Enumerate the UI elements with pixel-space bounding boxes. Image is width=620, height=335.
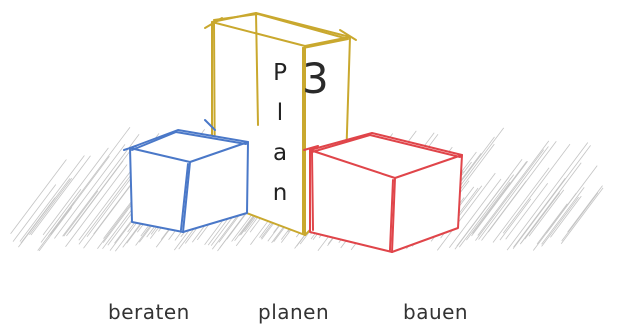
hatch-stroke bbox=[507, 143, 588, 251]
hatch-stroke bbox=[472, 161, 528, 236]
caption-planen: planen bbox=[258, 300, 329, 324]
hatch-stroke bbox=[13, 185, 56, 242]
vertical-letter-a: a bbox=[265, 140, 295, 166]
hatch-stroke bbox=[550, 196, 581, 237]
vertical-letter-p: P bbox=[265, 60, 295, 86]
hatch-stroke bbox=[562, 193, 598, 241]
hatch-stroke bbox=[568, 186, 603, 233]
caption-bauen: bauen bbox=[403, 300, 468, 324]
hatch-stroke bbox=[479, 147, 549, 240]
hatch-stroke bbox=[104, 197, 135, 239]
hatch-stroke bbox=[542, 197, 579, 246]
right-cube bbox=[304, 133, 462, 252]
hatch-stroke bbox=[20, 156, 85, 242]
hatch-stroke bbox=[488, 141, 556, 232]
hatch-stroke bbox=[529, 190, 564, 236]
hatch-stroke bbox=[561, 188, 603, 244]
caption-beraten: beraten bbox=[108, 300, 190, 324]
hatch-stroke bbox=[473, 161, 527, 233]
vertical-letter-l: l bbox=[265, 100, 295, 126]
block-number: 3 bbox=[302, 54, 329, 103]
vertical-letter-n: n bbox=[265, 180, 295, 206]
hatch-stroke bbox=[29, 178, 71, 235]
